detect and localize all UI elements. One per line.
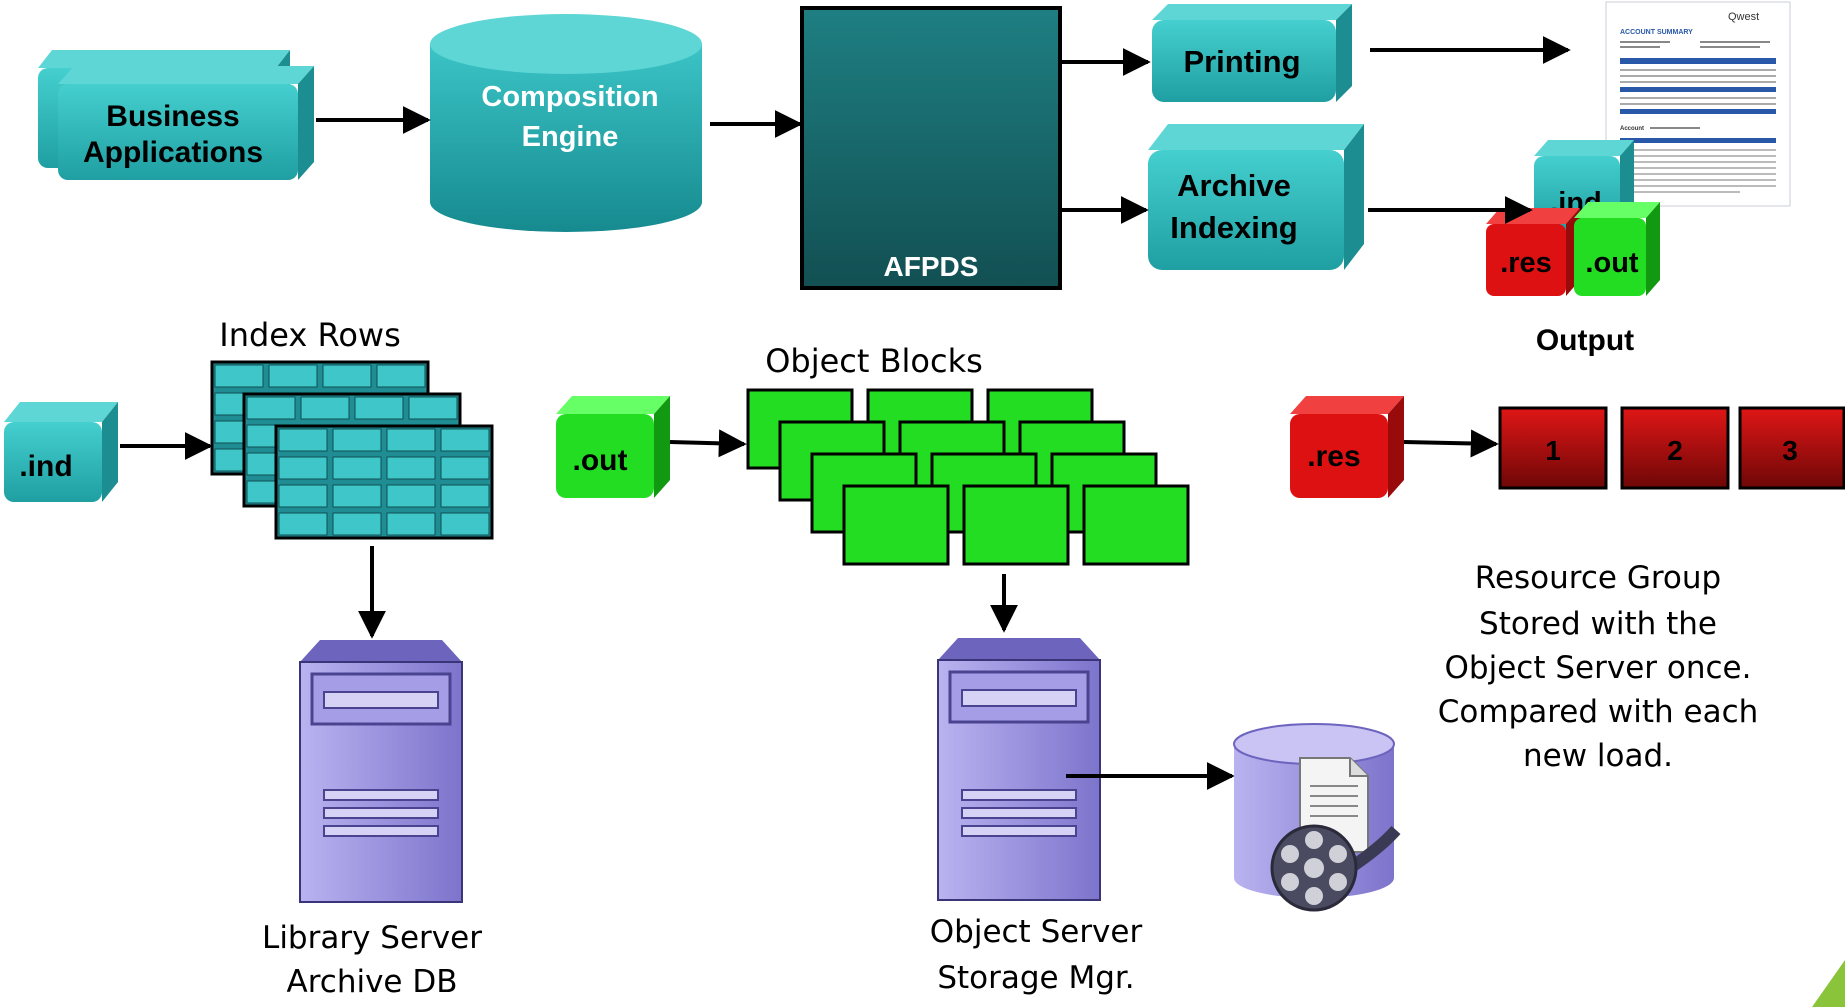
business-applications-label-2: Applications	[83, 136, 263, 169]
object-block	[1082, 484, 1190, 566]
resource-block-3: 3	[1738, 406, 1845, 490]
printing-node: Printing	[1152, 4, 1352, 102]
object-server-caption-1: Object Server	[930, 914, 1143, 950]
input-out-label: .out	[573, 444, 628, 477]
statement-brand: Qwest	[1728, 11, 1759, 23]
resource-group-caption-4: Compared with each	[1438, 694, 1759, 730]
resource-block-2-label: 2	[1667, 435, 1683, 466]
connector-out-to-object-blocks	[669, 429, 747, 458]
afpds-label: AFPDS	[884, 251, 979, 282]
corner-triangle-icon	[1812, 960, 1845, 1007]
output-file-cluster: .ind .res .out	[1486, 140, 1660, 296]
composition-engine-label-1: Composition	[481, 81, 658, 113]
input-res-label: .res	[1307, 440, 1360, 473]
connector-res-to-resource-blocks	[1403, 429, 1499, 458]
output-out-label: .out	[1585, 247, 1638, 279]
film-reel-icon	[1270, 824, 1401, 912]
index-rows-table-stack	[210, 360, 494, 540]
index-rows-caption: Index Rows	[219, 316, 400, 354]
business-applications-node: Business Applications	[38, 50, 314, 180]
object-blocks-caption: Object Blocks	[765, 342, 983, 380]
printing-label: Printing	[1183, 44, 1300, 79]
statement-heading: ACCOUNT SUMMARY	[1620, 29, 1693, 36]
input-res-file-icon: .res	[1290, 396, 1404, 498]
composition-engine-node: Composition Engine	[430, 14, 702, 232]
library-server-caption-2: Archive DB	[287, 964, 458, 1000]
resource-block-1: 1	[1498, 406, 1608, 490]
output-out-file-icon: .out	[1574, 202, 1660, 296]
input-ind-label: .ind	[19, 450, 72, 483]
resource-group-caption: Resource Group Stored with the Object Se…	[1438, 560, 1759, 774]
archive-indexing-label-1: Archive	[1177, 168, 1291, 203]
output-caption: Output	[1536, 324, 1634, 357]
output-res-label: .res	[1500, 247, 1552, 279]
afpds-node: AFPDS	[800, 6, 1062, 290]
resource-block-1-label: 1	[1545, 435, 1561, 466]
input-out-file-icon: .out	[556, 396, 670, 498]
resource-group-caption-5: new load.	[1523, 738, 1673, 774]
resource-group-caption-2: Stored with the	[1479, 606, 1717, 642]
object-server-icon	[937, 638, 1101, 901]
object-block	[962, 484, 1070, 566]
archive-indexing-label-2: Indexing	[1170, 210, 1297, 245]
resource-block-2: 2	[1620, 406, 1730, 490]
input-ind-file-icon: .ind	[4, 402, 118, 502]
object-server-caption-2: Storage Mgr.	[937, 960, 1134, 996]
printed-statement-document: Qwest ACCOUNT SUMMARY Account	[1605, 1, 1791, 207]
object-blocks-stack	[746, 388, 1190, 566]
resource-block-3-label: 3	[1782, 435, 1798, 466]
object-block	[842, 484, 950, 566]
library-server-icon	[299, 640, 463, 903]
output-res-file-icon: .res	[1486, 208, 1580, 296]
resource-group-caption-1: Resource Group	[1475, 560, 1721, 596]
business-applications-label-1: Business	[106, 100, 239, 133]
composition-engine-label-2: Engine	[522, 121, 619, 153]
resource-group-caption-3: Object Server once.	[1445, 650, 1752, 686]
archive-indexing-node: Archive Indexing	[1148, 124, 1364, 270]
statement-account-label: Account	[1620, 126, 1644, 132]
library-server-caption-1: Library Server	[262, 920, 482, 956]
index-table-3	[274, 424, 494, 540]
